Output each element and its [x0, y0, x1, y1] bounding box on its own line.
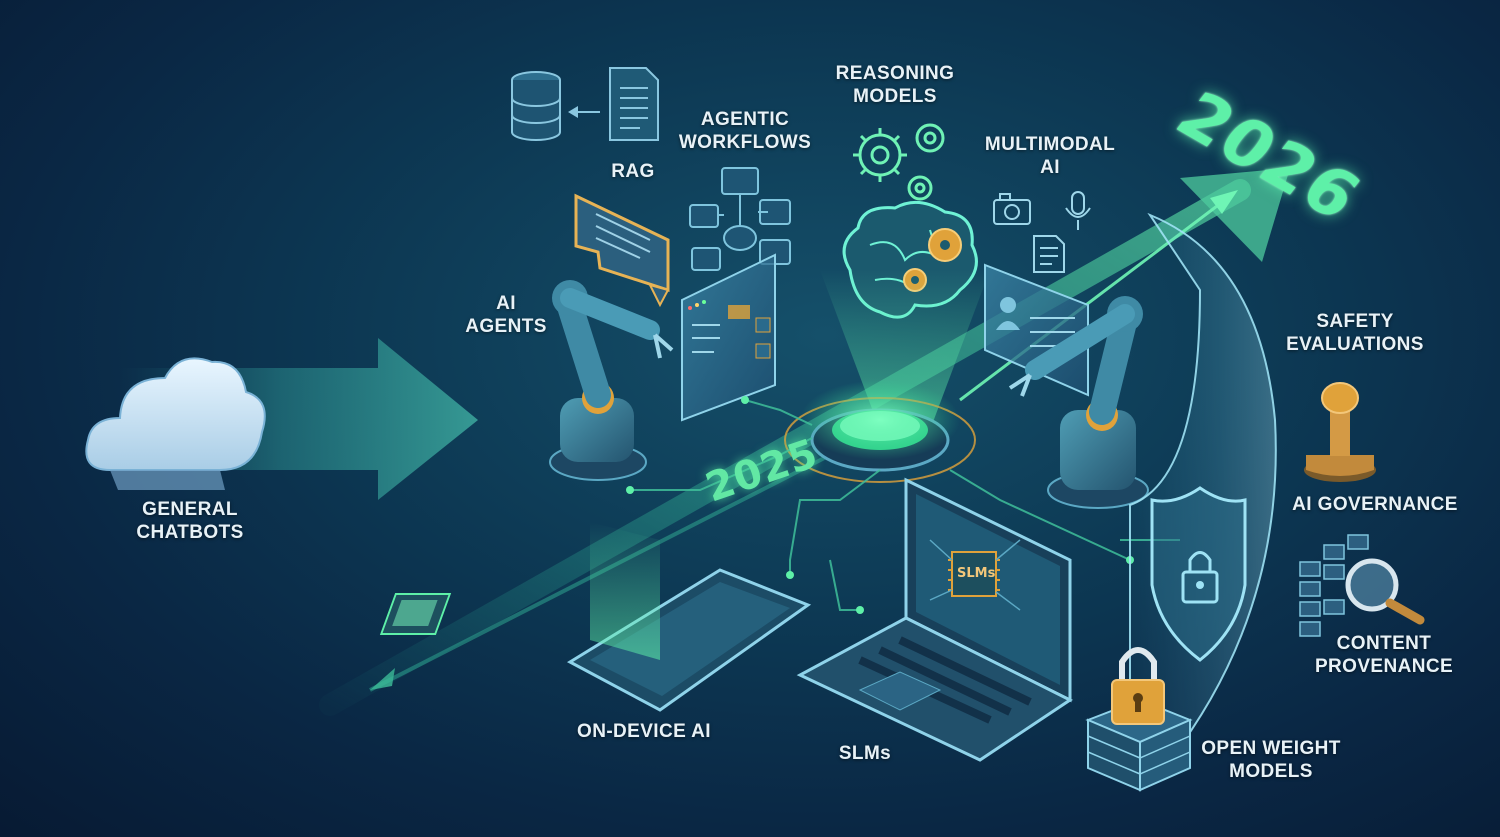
rag-label: RAG — [611, 161, 655, 182]
multimodal-document-icon — [1033, 235, 1065, 273]
central-platform — [784, 380, 976, 483]
smartphone-icon — [566, 522, 812, 712]
magnifier-icon — [1299, 534, 1425, 637]
robot-arm-icon — [549, 280, 674, 481]
chip-icon-phone — [379, 593, 452, 635]
workflow-panel — [681, 253, 776, 422]
slms-label: SLMs — [838, 743, 892, 764]
chip-label: SLMs — [957, 566, 996, 581]
camera-icon — [993, 193, 1031, 225]
robot-arm-right-icon — [1008, 296, 1149, 509]
ai-governance-label: AI GOVERNANCE — [1292, 494, 1458, 515]
gears-icon — [853, 123, 945, 201]
laptop-icon — [796, 477, 1073, 762]
padlock-icon — [1111, 647, 1165, 725]
on-device-ai-label: ON-DEVICE AI — [577, 721, 711, 742]
document-icon — [609, 67, 659, 141]
database-icon — [511, 71, 561, 141]
shield-lock-icon — [1150, 486, 1247, 662]
microphone-icon — [1065, 191, 1091, 230]
cloud-icon — [85, 357, 266, 490]
chip-icon — [929, 539, 1021, 611]
stamp-icon — [1304, 382, 1376, 482]
chat-bubble-icon — [574, 193, 670, 308]
